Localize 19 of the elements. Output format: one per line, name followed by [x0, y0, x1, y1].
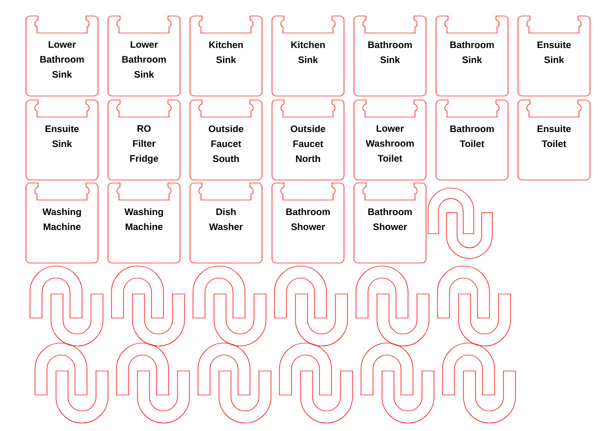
tag: Bathroom Sink	[354, 16, 426, 96]
tag: Washing Machine	[108, 182, 180, 264]
tag: Bathroom Shower	[272, 182, 344, 264]
tag: Outside Faucet South	[190, 100, 262, 180]
tag: RO Filter Fridge	[108, 100, 180, 180]
tag: Lower Washroom Toilet	[354, 100, 426, 180]
tag: Ensuite Sink	[26, 100, 98, 180]
tag: Ensuite Sink	[518, 16, 590, 96]
tag: Bathroom Shower	[354, 182, 426, 264]
tag: Kitchen Sink	[190, 16, 262, 96]
tag: Lower Bathroom Sink	[108, 16, 180, 96]
tag: Bathroom Toilet	[436, 100, 508, 180]
tag: Ensuite Toilet	[518, 100, 590, 180]
tag: Washing Machine	[26, 182, 98, 264]
tag: Lower Bathroom Sink	[26, 16, 98, 96]
tag: Bathroom Sink	[436, 16, 508, 96]
tag: Dish Washer	[190, 182, 262, 264]
tag: Kitchen Sink	[272, 16, 344, 96]
tag: Outside Faucet North	[272, 100, 344, 180]
